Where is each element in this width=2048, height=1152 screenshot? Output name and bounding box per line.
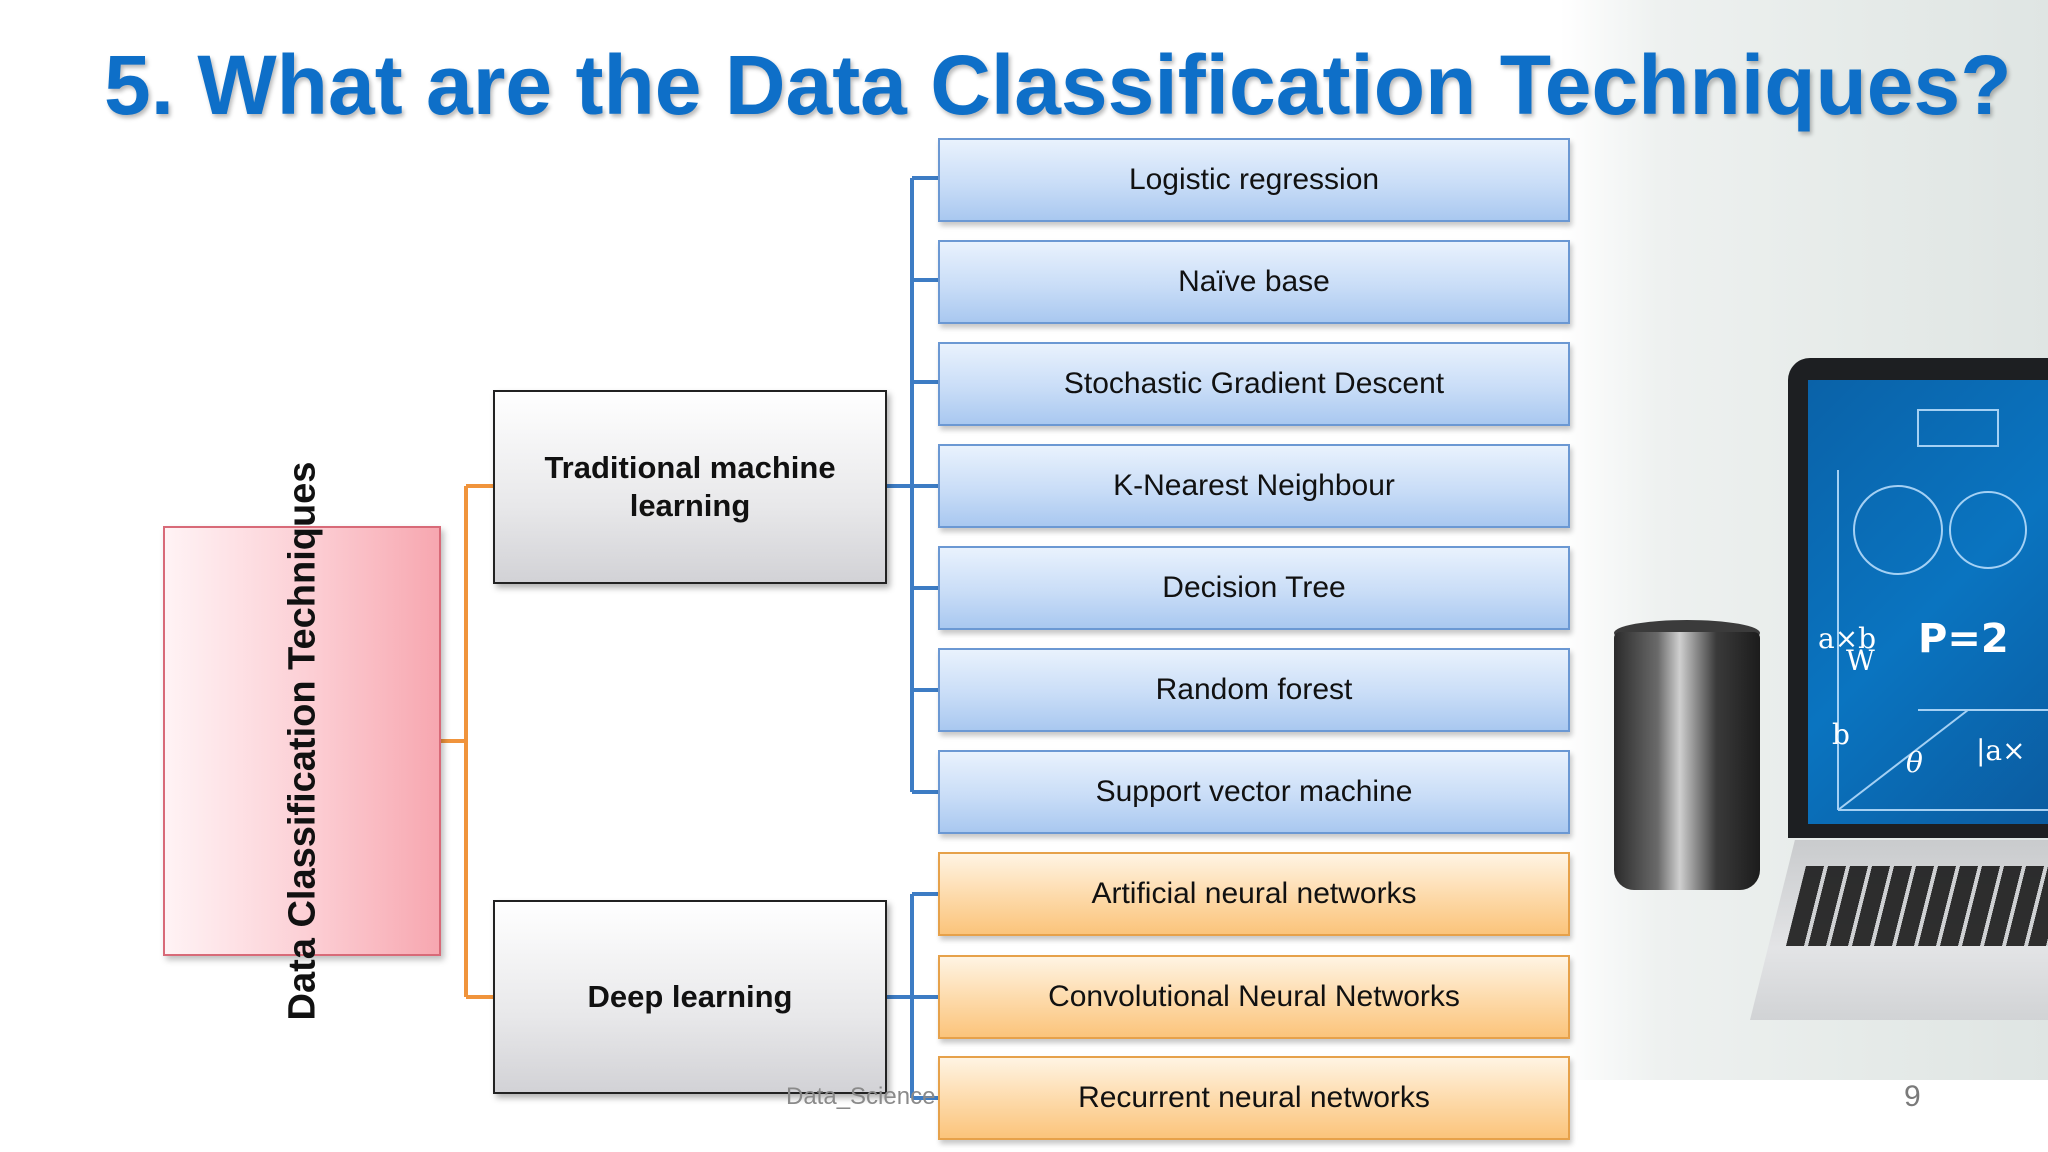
root-label: Data Classification Techniques xyxy=(281,461,324,1021)
page-title: 5. What are the Data Classification Tech… xyxy=(104,38,2012,132)
leaf-node-rnn: Recurrent neural networks xyxy=(938,1056,1570,1140)
root-node: Data Classification Techniques xyxy=(163,462,441,1020)
leaf-node-naive-base: Naïve base xyxy=(938,240,1570,324)
laptop-screen: a×b W P=2 b θ |a× xyxy=(1808,380,2048,824)
group-node-deep-learning: Deep learning xyxy=(493,900,887,1094)
formula-vars: a×b xyxy=(1818,622,1876,655)
leaf-node-random-forest: Random forest xyxy=(938,648,1570,732)
leaf-node-cnn: Convolutional Neural Networks xyxy=(938,955,1570,1039)
footer-text: Data_Science xyxy=(786,1083,936,1110)
formula-b: b xyxy=(1832,718,1850,751)
math-diagram-graphic: a×b W P=2 b θ |a× xyxy=(1818,409,2048,811)
formula-abs: |a× xyxy=(1976,734,2026,767)
mug xyxy=(1614,632,1760,890)
formula-p: P=2 xyxy=(1918,616,2009,662)
formula-w: W xyxy=(1846,644,1875,677)
page-number: 9 xyxy=(1904,1080,1921,1113)
formula-theta: θ xyxy=(1906,746,1923,779)
leaf-node-svm: Support vector machine xyxy=(938,750,1570,834)
leaf-node-ann: Artificial neural networks xyxy=(938,852,1570,936)
group-node-traditional-ml: Traditional machine learning xyxy=(493,390,887,584)
leaf-node-decision-tree: Decision Tree xyxy=(938,546,1570,630)
leaf-node-knn: K-Nearest Neighbour xyxy=(938,444,1570,528)
leaf-node-sgd: Stochastic Gradient Descent xyxy=(938,342,1570,426)
laptop-background-photo: a×b W P=2 b θ |a× xyxy=(1560,0,2048,1080)
leaf-node-logistic-regression: Logistic regression xyxy=(938,138,1570,222)
